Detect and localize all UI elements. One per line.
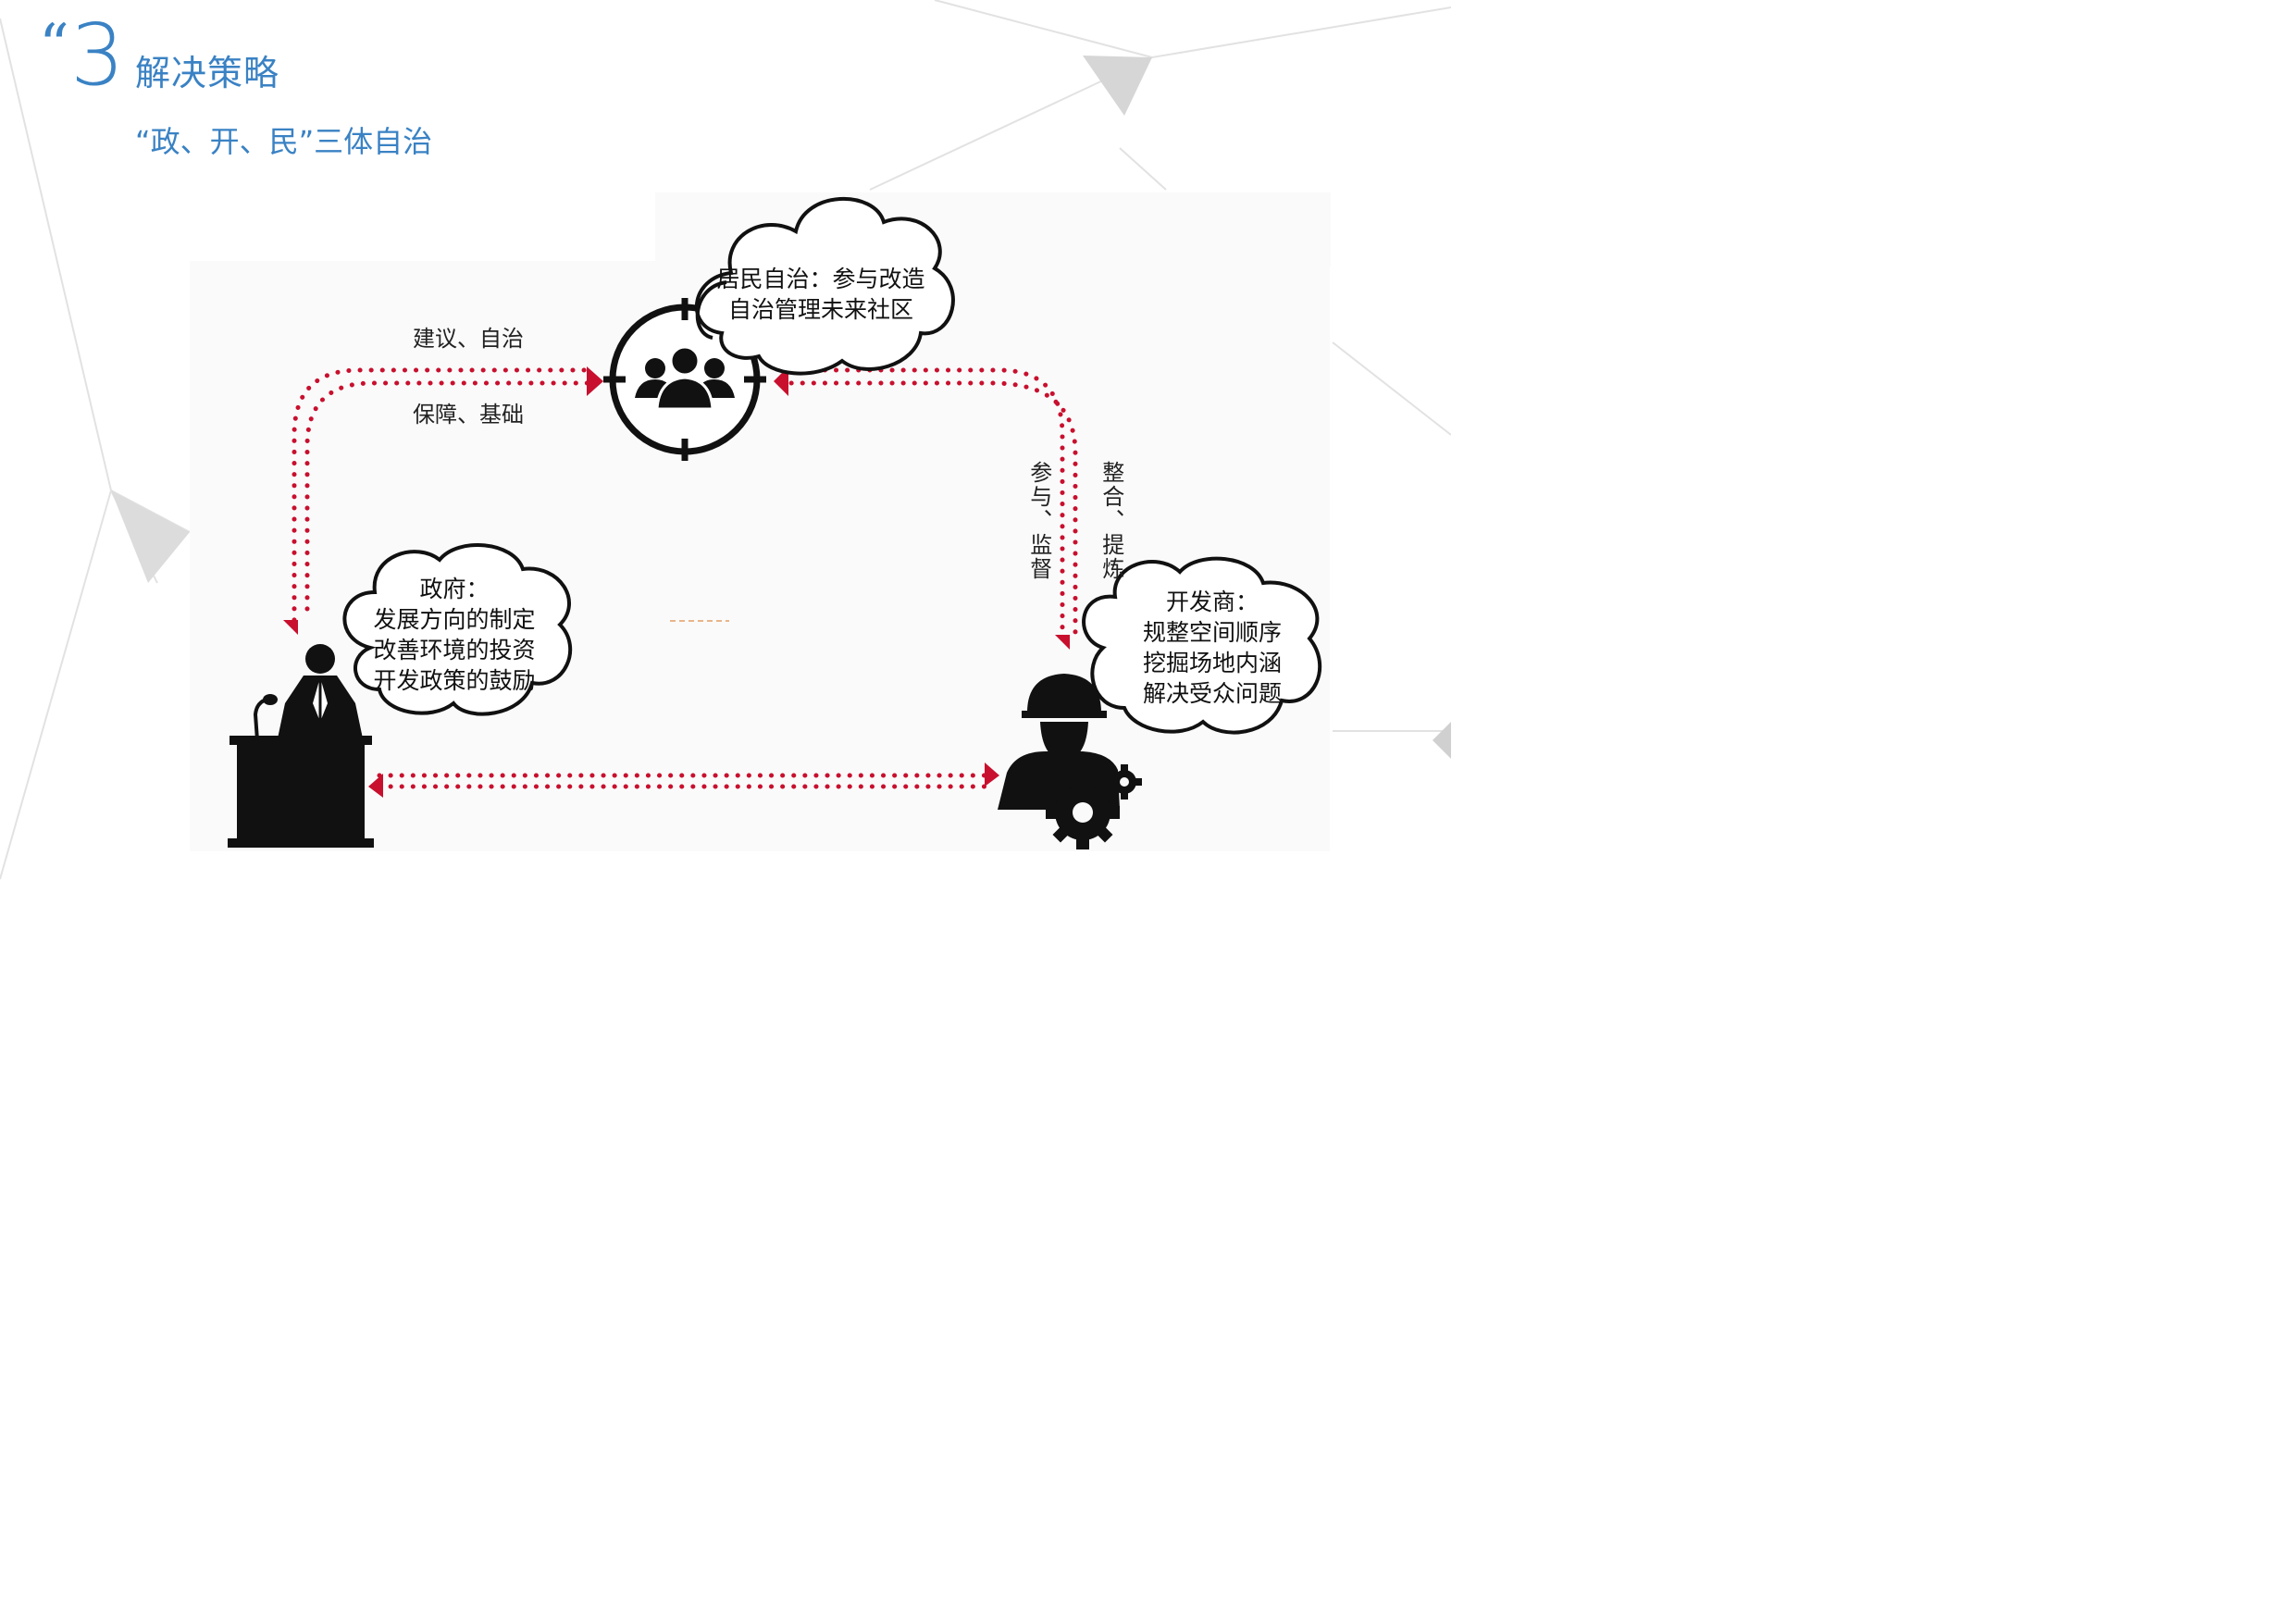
government-line-2: 发展方向的制定: [373, 606, 536, 633]
arrow-right-outer: [777, 380, 1078, 638]
arrow-top-outer: [292, 367, 597, 623]
developer-description: 开发商： 规整空间顺序 挖掘场地内涵 解决受众问题: [1120, 587, 1305, 709]
developer-line-1: 开发商：: [1165, 589, 1259, 615]
developer-line-2: 规整空间顺序: [1142, 619, 1282, 646]
label-guarantee-foundation: 保障、基础: [413, 402, 524, 428]
residents-line-2: 自治管理未来社区: [727, 296, 913, 323]
relationship-diagram: [228, 196, 1322, 849]
government-speaker-icon: [228, 644, 374, 848]
label-participate-supervise: 参与、监督: [1025, 461, 1052, 581]
arrowhead-bottom-left: [368, 774, 383, 798]
developer-worker-icon: [998, 674, 1142, 849]
arrowhead-to-residents: [587, 366, 603, 396]
arrow-right-inner: [777, 367, 1065, 643]
label-suggest-selfgovern: 建议、自治: [413, 326, 524, 352]
arrow-top-inner: [304, 380, 597, 612]
government-cloud: [342, 543, 573, 716]
government-line-3: 改善环境的投资: [373, 637, 536, 663]
developer-line-3: 挖掘场地内涵: [1142, 650, 1282, 676]
arrowhead-to-developer: [1055, 635, 1070, 650]
arrowhead-to-government: [283, 620, 298, 635]
background-network: [0, 0, 1451, 880]
arrowhead-from-residents: [774, 366, 788, 396]
section-title: 解决策略: [135, 53, 280, 93]
quote-mark: “: [39, 12, 69, 81]
government-line-1: 政府：: [419, 576, 490, 602]
government-description: 政府： 发展方向的制定 改善环境的投资 开发政策的鼓励: [359, 574, 550, 696]
developer-cloud: [1082, 556, 1322, 735]
label-integrate-refine: 整合、提炼: [1098, 461, 1124, 581]
residents-cloud: [695, 196, 955, 376]
section-subtitle: “政、开、民”三体自治: [135, 124, 433, 159]
arrowhead-bottom-right: [985, 762, 999, 787]
section-number: 3: [70, 6, 125, 105]
residents-line-1: 居民自治：参与改造: [716, 266, 925, 292]
residents-description: 居民自治：参与改造 自治管理未来社区: [700, 264, 942, 325]
government-line-4: 开发政策的鼓励: [373, 667, 536, 694]
developer-line-4: 解决受众问题: [1142, 680, 1282, 707]
